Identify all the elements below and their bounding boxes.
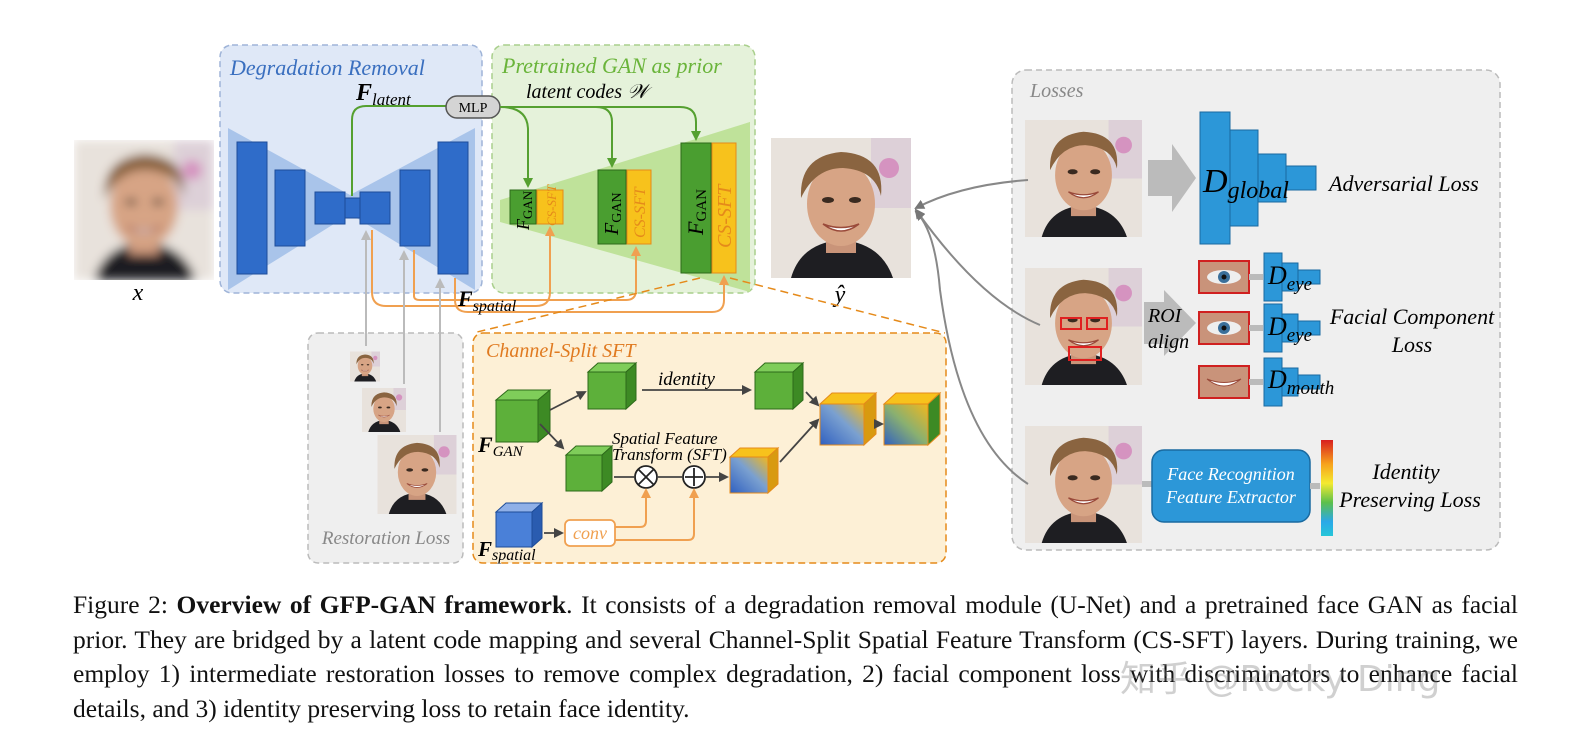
unet-decoder-block-3 bbox=[437, 141, 469, 275]
caption-prefix: Figure 2: bbox=[73, 590, 177, 619]
restoration-face-large bbox=[377, 435, 457, 514]
identity-cube-2 bbox=[753, 361, 805, 411]
figure-caption: Figure 2: Overview of GFP-GAN framework.… bbox=[73, 588, 1518, 726]
mouth-crop bbox=[1198, 365, 1250, 399]
adversarial-loss-label: Adversarial Loss bbox=[1327, 171, 1479, 196]
unet-decoder-block-1 bbox=[359, 191, 391, 225]
cs-sft-block-2 bbox=[626, 169, 652, 245]
d-eye-label-1: Deye bbox=[1267, 261, 1312, 295]
input-x-label: x bbox=[132, 280, 144, 306]
f-spatial-label: Fspatial bbox=[457, 286, 517, 315]
d-global-label: Dglobal bbox=[1202, 163, 1289, 204]
identity-label: identity bbox=[658, 369, 716, 390]
roi-left-eye bbox=[1060, 317, 1082, 330]
channel-split-sft-title: Channel-Split SFT bbox=[486, 340, 637, 362]
sft-label-line1: Spatial Feature bbox=[612, 429, 718, 448]
roi-right-eye bbox=[1086, 317, 1108, 330]
output-y-label: ŷ bbox=[833, 282, 846, 308]
gan-block-2 bbox=[597, 169, 627, 245]
roi-label-line2: align bbox=[1148, 331, 1189, 353]
cs-sft-block-3-label: CS-SFT bbox=[714, 183, 736, 248]
d-mouth-label: Dmouth bbox=[1267, 365, 1334, 399]
conv-label: conv bbox=[573, 523, 607, 543]
mlp-label: MLP bbox=[459, 101, 488, 116]
caption-body: . It consists of a degradation removal m… bbox=[73, 590, 1518, 723]
latent-mapping: Flatent MLP latent codes 𝒲 bbox=[351, 80, 701, 196]
d-eye-discriminator-2: Deye bbox=[1263, 303, 1321, 353]
gan-block-3 bbox=[680, 142, 712, 274]
output-to-losses-arrows bbox=[914, 179, 1041, 485]
pretrained-gan-title: Pretrained GAN as prior bbox=[501, 53, 722, 78]
losses-face-facial-component bbox=[1025, 268, 1142, 385]
caption-title: Overview of GFP-GAN framework bbox=[176, 590, 567, 619]
gan-block-3-label: FGAN bbox=[683, 189, 710, 236]
latent-codes-label: latent codes 𝒲 bbox=[526, 81, 653, 103]
d-eye-discriminator-1: Deye bbox=[1263, 252, 1321, 302]
cs-sft-block-3 bbox=[711, 142, 737, 274]
restoration-face-medium bbox=[362, 387, 406, 433]
identity-loss-line1: Identity bbox=[1371, 459, 1439, 484]
concat-cube-2 bbox=[882, 391, 942, 447]
f-spatial-cube bbox=[494, 501, 544, 549]
roi-mouth bbox=[1068, 346, 1102, 361]
feature-color-bar bbox=[1321, 440, 1333, 536]
losses-face-identity bbox=[1025, 426, 1142, 543]
pretrained-gan-panel: Pretrained GAN as prior FGAN CS-SFT FGAN… bbox=[491, 44, 756, 294]
roi-label-line1: ROI bbox=[1147, 305, 1183, 327]
gan-block-1-label: FGAN bbox=[513, 190, 535, 231]
f-spatial-bottom-label: Fspatial bbox=[477, 537, 536, 564]
facial-component-loss-line2: Loss bbox=[1391, 332, 1432, 357]
d-mouth-discriminator: Dmouth bbox=[1263, 357, 1334, 407]
losses-face-adversarial bbox=[1025, 120, 1142, 237]
sft-input-cube bbox=[564, 444, 614, 493]
output-image: ŷ bbox=[771, 138, 911, 308]
cs-sft-block-2-label: CS-SFT bbox=[632, 186, 649, 238]
unet-bottleneck bbox=[344, 197, 362, 219]
face-recognition-box bbox=[1151, 449, 1311, 523]
adversarial-arrow bbox=[1148, 144, 1196, 212]
d-eye-label-2: Deye bbox=[1267, 312, 1312, 346]
watermark: 知乎 @Rocky Ding bbox=[1120, 659, 1441, 700]
cs-sft-block-1 bbox=[536, 189, 564, 225]
f-gan-cube bbox=[494, 388, 552, 444]
degradation-removal-title: Degradation Removal bbox=[229, 55, 425, 80]
restoration-loss-panel: Restoration Loss bbox=[307, 230, 464, 564]
losses-panel: Losses Dglobal Adversarial Loss ROI alig… bbox=[1011, 69, 1501, 551]
facial-component-loss-line1: Facial Component bbox=[1329, 304, 1495, 329]
face-recognition-line1: Face Recognition bbox=[1166, 464, 1294, 484]
unet-encoder-block-1 bbox=[236, 141, 268, 275]
unet-encoder-block-3 bbox=[314, 191, 346, 225]
d-global-discriminator: Dglobal bbox=[1199, 111, 1317, 245]
f-gan-bottom-label: FGAN bbox=[477, 432, 524, 460]
restoration-loss-label: Restoration Loss bbox=[321, 528, 450, 549]
eye-crop-2 bbox=[1198, 311, 1250, 345]
concat-cube-1 bbox=[818, 391, 878, 447]
sft-label-line2: Transform (SFT) bbox=[612, 445, 727, 464]
f-latent-label: Flatent bbox=[355, 80, 412, 109]
face-recognition-line2: Feature Extractor bbox=[1165, 487, 1297, 507]
conv-box bbox=[564, 519, 616, 547]
gan-block-1 bbox=[509, 189, 537, 225]
restoration-face-small bbox=[350, 351, 380, 382]
identity-cube-1 bbox=[586, 361, 638, 411]
gfpgan-diagram: Degradation Removal Pretrained GAN as pr… bbox=[74, 44, 1501, 564]
identity-loss-line2: Preserving Loss bbox=[1338, 487, 1481, 512]
unet-decoder-block-2 bbox=[399, 169, 431, 247]
losses-title: Losses bbox=[1029, 80, 1084, 102]
channel-split-sft-panel: Channel-Split SFT FGAN bbox=[472, 332, 947, 564]
unet-encoder-block-2 bbox=[274, 169, 306, 247]
input-image: x bbox=[74, 140, 214, 306]
gan-block-2-label: FGAN bbox=[601, 192, 625, 236]
sft-output-cube bbox=[728, 446, 780, 495]
cs-sft-block-1-label: CS-SFT bbox=[544, 184, 559, 226]
roi-arrow bbox=[1144, 290, 1196, 356]
eye-crop-1 bbox=[1198, 260, 1250, 294]
